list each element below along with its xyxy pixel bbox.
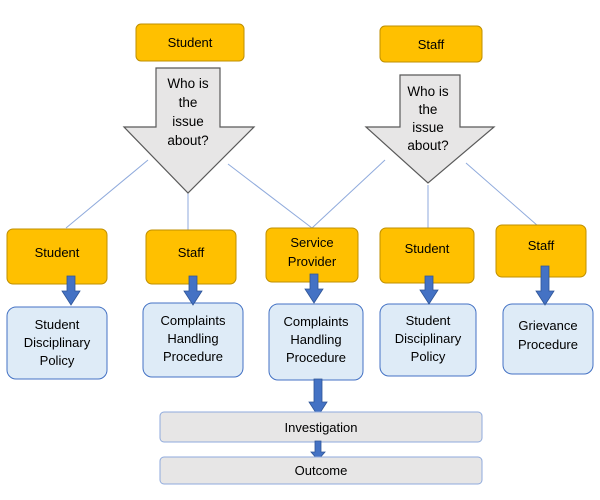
top-box-student-label: Student bbox=[168, 35, 213, 50]
procedure-label-line-2: Handling bbox=[290, 332, 341, 347]
category-label: Staff bbox=[178, 245, 205, 260]
category-label: Staff bbox=[528, 238, 555, 253]
category-label-line-1: Service bbox=[290, 235, 333, 250]
connector-right-staff bbox=[465, 162, 539, 227]
procedure-label-line-1: Complaints bbox=[283, 314, 349, 329]
question-left-line-2: the bbox=[179, 95, 198, 110]
category-label-line-2: Provider bbox=[288, 254, 337, 269]
category-label: Student bbox=[405, 241, 450, 256]
category-staff-right: Staff bbox=[495, 224, 587, 278]
procedure-label-line-3: Policy bbox=[40, 353, 75, 368]
procedure-label-line-3: Policy bbox=[411, 349, 446, 364]
connectors bbox=[65, 159, 539, 230]
question-right-line-3: issue bbox=[412, 120, 444, 135]
question-left-line-4: about? bbox=[167, 133, 208, 148]
top-box-staff: Staff bbox=[379, 25, 483, 63]
procedure-label-line-2: Disciplinary bbox=[395, 331, 462, 346]
procedure-student-disciplinary-right: Student Disciplinary Policy bbox=[379, 303, 477, 377]
procedure-complaints-handling-left: Complaints Handling Procedure bbox=[142, 302, 244, 378]
investigation-box: Investigation bbox=[159, 411, 483, 443]
connector-left-student bbox=[65, 159, 149, 229]
question-arrow-left: Who is the issue about? bbox=[122, 67, 256, 194]
procedure-label-line-1: Student bbox=[406, 313, 451, 328]
category-service-provider: Service Provider bbox=[265, 227, 359, 283]
outcome-label: Outcome bbox=[295, 463, 348, 478]
procedure-grievance: Grievance Procedure bbox=[502, 303, 594, 375]
question-right-line-2: the bbox=[419, 102, 438, 117]
question-right-line-1: Who is bbox=[407, 84, 449, 99]
category-staff-left: Staff bbox=[145, 229, 237, 285]
procedure-label-line-3: Procedure bbox=[163, 349, 223, 364]
flow-arrow-4 bbox=[419, 275, 439, 305]
category-label: Student bbox=[35, 245, 80, 260]
top-box-staff-label: Staff bbox=[418, 37, 445, 52]
procedure-label-line-2: Handling bbox=[167, 331, 218, 346]
connector-left-service bbox=[227, 163, 313, 229]
outcome-box: Outcome bbox=[159, 456, 483, 485]
question-arrow-right: Who is the issue about? bbox=[364, 74, 496, 184]
connector-right-service bbox=[311, 159, 386, 229]
procedure-label-line-1: Student bbox=[35, 317, 80, 332]
procedure-label-line-1: Grievance bbox=[518, 318, 577, 333]
flow-arrow-2 bbox=[183, 275, 203, 306]
flow-arrow-3 bbox=[304, 273, 324, 304]
question-left-line-1: Who is bbox=[167, 76, 209, 91]
flow-arrow-1 bbox=[61, 275, 81, 306]
category-student-left: Student bbox=[6, 228, 108, 285]
top-box-student: Student bbox=[135, 23, 245, 62]
question-left-line-3: issue bbox=[172, 114, 204, 129]
procedure-label-line-1: Complaints bbox=[160, 313, 226, 328]
procedure-complaints-handling-service: Complaints Handling Procedure bbox=[268, 303, 364, 381]
procedure-student-disciplinary-left: Student Disciplinary Policy bbox=[6, 306, 108, 380]
flow-arrow-5 bbox=[535, 265, 555, 306]
question-right-line-4: about? bbox=[407, 138, 448, 153]
flow-arrows bbox=[61, 265, 555, 417]
flow-arrow-7 bbox=[310, 440, 326, 461]
procedure-label-line-2: Disciplinary bbox=[24, 335, 91, 350]
category-student-right: Student bbox=[379, 227, 475, 284]
procedure-label-line-3: Procedure bbox=[286, 350, 346, 365]
procedure-label-line-2: Procedure bbox=[518, 337, 578, 352]
flow-arrow-6 bbox=[308, 378, 328, 417]
investigation-label: Investigation bbox=[285, 420, 358, 435]
